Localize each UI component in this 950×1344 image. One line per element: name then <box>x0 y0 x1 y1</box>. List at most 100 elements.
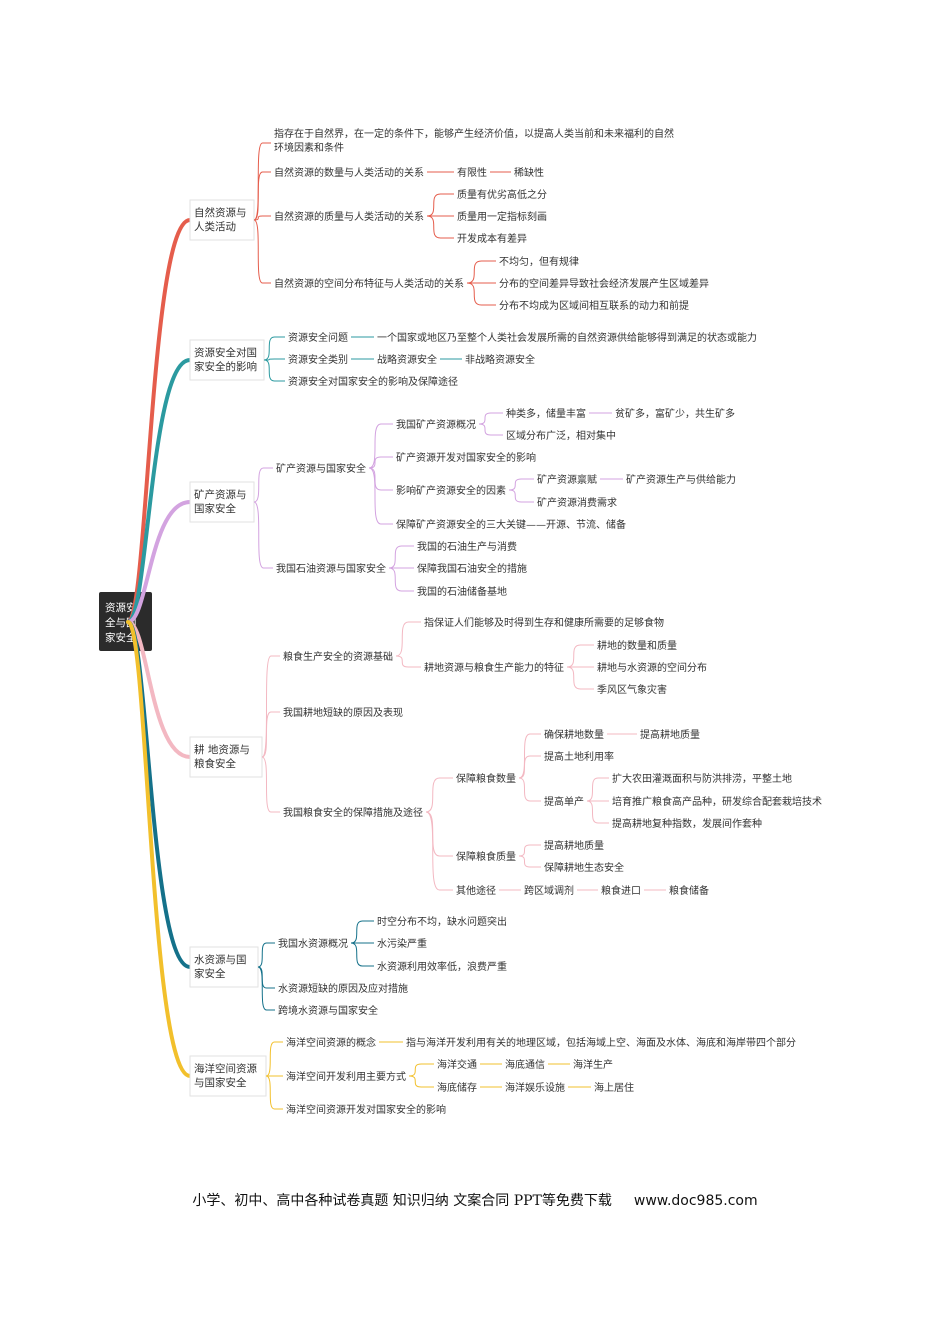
footer-text: 小学、初中、高中各种试卷真题 知识归纳 文案合同 PPT等免费下载 <box>192 1193 612 1209</box>
node-depth-4: 扩大农田灌溉面积与防洪排涝，平整土地 <box>612 772 792 785</box>
branch-label-line: 粮食安全 <box>194 757 236 770</box>
footer: 小学、初中、高中各种试卷真题 知识归纳 文案合同 PPT等免费下载 www.doc… <box>0 1190 950 1210</box>
connector-depth-2 <box>350 942 374 967</box>
connector-depth-2 <box>408 1063 434 1077</box>
branch-box-frame <box>189 481 255 523</box>
branch-box-frame <box>189 736 263 778</box>
connector-depth-2 <box>466 260 496 284</box>
node-depth-4: 提高耕地复种指数，发展间作套种 <box>612 817 762 830</box>
connector-depth-2 <box>425 811 453 857</box>
connector-depth-1 <box>257 966 275 1011</box>
node-depth-2: 我国矿产资源概况 <box>396 418 476 431</box>
branch-box-b2[interactable]: 资源安全对国家安全的影响 <box>189 339 265 381</box>
node-depth-2: 时空分布不均，缺水问题突出 <box>377 915 507 928</box>
node-depth-3: 保障耕地生态安全 <box>544 861 624 874</box>
node-depth-1: 自然资源的数量与人类活动的关系 <box>274 166 424 179</box>
node-depth-2: 质量用一定指标刻画 <box>457 210 547 223</box>
node-depth-1: 海洋空间开发利用主要方式 <box>286 1070 406 1083</box>
node-depth-2: 有限性 <box>457 166 487 179</box>
connector-depth-3 <box>508 489 534 503</box>
node-depth-2: 影响矿产资源安全的因素 <box>396 484 506 497</box>
node-depth-2: 保障粮食数量 <box>456 772 516 785</box>
connector-depth-3 <box>566 644 594 668</box>
connector-depth-1 <box>261 756 280 813</box>
root-label-line: 家安全 <box>105 631 137 644</box>
connector-depth-2 <box>388 567 414 592</box>
connector-depth-2 <box>426 193 454 217</box>
node-depth-3: 提高耕地质量 <box>544 839 604 852</box>
node-depth-2: 保障我国石油安全的措施 <box>417 562 527 575</box>
node-depth-3: 耕地的数量和质量 <box>597 639 677 652</box>
node-depth-2: 保障粮食质量 <box>456 850 516 863</box>
node-depth-1: 我国粮食安全的保障措施及途径 <box>283 806 423 819</box>
node-depth-4: 粮食进口 <box>601 884 641 897</box>
connector-depth-3 <box>518 755 541 779</box>
node-depth-2: 海洋交通 <box>437 1058 477 1071</box>
node-depth-5: 粮食储备 <box>669 884 709 897</box>
node-depth-3: 区域分布广泛，相对集中 <box>506 429 616 442</box>
node-depth-3: 矿产资源消费需求 <box>537 496 617 509</box>
node-depth-4: 海洋生产 <box>573 1058 613 1071</box>
branch-label-line: 国家安全 <box>194 502 236 515</box>
connector-depth-1 <box>253 142 271 221</box>
node-depth-3: 矿产资源禀赋 <box>537 473 597 486</box>
node-depth-1: 自然资源的空间分布特征与人类活动的关系 <box>274 277 464 290</box>
branch-label-line: 资源安全对国 <box>194 346 257 359</box>
footer-url[interactable]: www.doc985.com <box>633 1193 758 1209</box>
connector-depth-1 <box>253 171 271 221</box>
root-label-line: 资源安 <box>105 601 137 614</box>
node-depth-1: 海洋空间资源开发对国家安全的影响 <box>286 1103 446 1116</box>
connector-depth-1 <box>263 359 285 382</box>
connector-depth-2 <box>466 282 496 306</box>
node-depth-3: 季风区气象灾害 <box>597 683 667 696</box>
node-depth-1: 矿产资源与国家安全 <box>276 462 366 475</box>
branch-connector <box>126 218 192 624</box>
node-depth-4: 提高耕地质量 <box>640 728 700 741</box>
node-depth-3: 确保耕地数量 <box>544 728 604 741</box>
branch-box-b3[interactable]: 矿产资源与国家安全 <box>189 481 255 523</box>
root-label-line: 全与国 <box>105 616 137 629</box>
branch-label-line: 人类活动 <box>194 220 236 233</box>
node-depth-4: 贫矿多，富矿少，共生矿多 <box>615 407 735 420</box>
connector-depth-3 <box>478 423 503 436</box>
node-depth-1: 我国耕地短缺的原因及表现 <box>283 706 403 719</box>
node-depth-2: 耕地资源与粮食生产能力的特征 <box>424 661 564 674</box>
connector-depth-3 <box>518 733 541 779</box>
node-depth-1: 跨境水资源与国家安全 <box>278 1004 378 1017</box>
branch-box-frame <box>189 946 259 988</box>
branch-label-line: 海洋空间资源 <box>194 1062 257 1075</box>
node-depth-4: 矿产资源生产与供给能力 <box>626 473 736 486</box>
node-depth-3: 提高单产 <box>544 795 584 808</box>
node-depth-2: 战略资源安全 <box>377 353 437 366</box>
node-depth-3: 稀缺性 <box>514 166 544 179</box>
node-depth-3: 提高土地利用率 <box>544 750 614 763</box>
connector-depth-2 <box>395 621 421 657</box>
connector-depth-3 <box>518 855 541 868</box>
node-depth-2: 海底储存 <box>437 1081 477 1094</box>
connector-depth-1 <box>263 336 285 361</box>
branch-b2: 资源安全对国家安全的影响 <box>126 336 462 624</box>
node-depth-2: 指与海洋开发利用有关的地理区域，包括海域上空、海面及水体、海底和海岸带四个部分 <box>406 1036 796 1049</box>
node-depth-2: 水资源利用效率低，浪费严重 <box>377 960 507 973</box>
node-depth-3: 海底通信 <box>505 1058 545 1071</box>
node-depth-2: 不均匀，但有规律 <box>499 255 579 268</box>
branch-box-b5[interactable]: 水资源与国家安全 <box>189 946 259 988</box>
node-depth-3: 种类多，储量丰富 <box>506 407 586 420</box>
branch-label-line: 矿产资源与 <box>194 488 247 501</box>
branch-label-line: 家安全的影响 <box>194 360 257 373</box>
branch-label-line: 耕 地资源与 <box>194 743 250 756</box>
node-depth-2: 指保证人们能够及时得到生存和健康所需要的足够食物 <box>424 616 664 629</box>
connector-depth-2 <box>388 545 414 569</box>
connector-depth-2 <box>408 1075 434 1088</box>
node-depth-1: 粮食生产安全的资源基础 <box>283 650 393 663</box>
connector-depth-4 <box>586 800 609 824</box>
branch-label-line: 自然资源与 <box>194 206 247 219</box>
branch-connector <box>126 358 192 624</box>
